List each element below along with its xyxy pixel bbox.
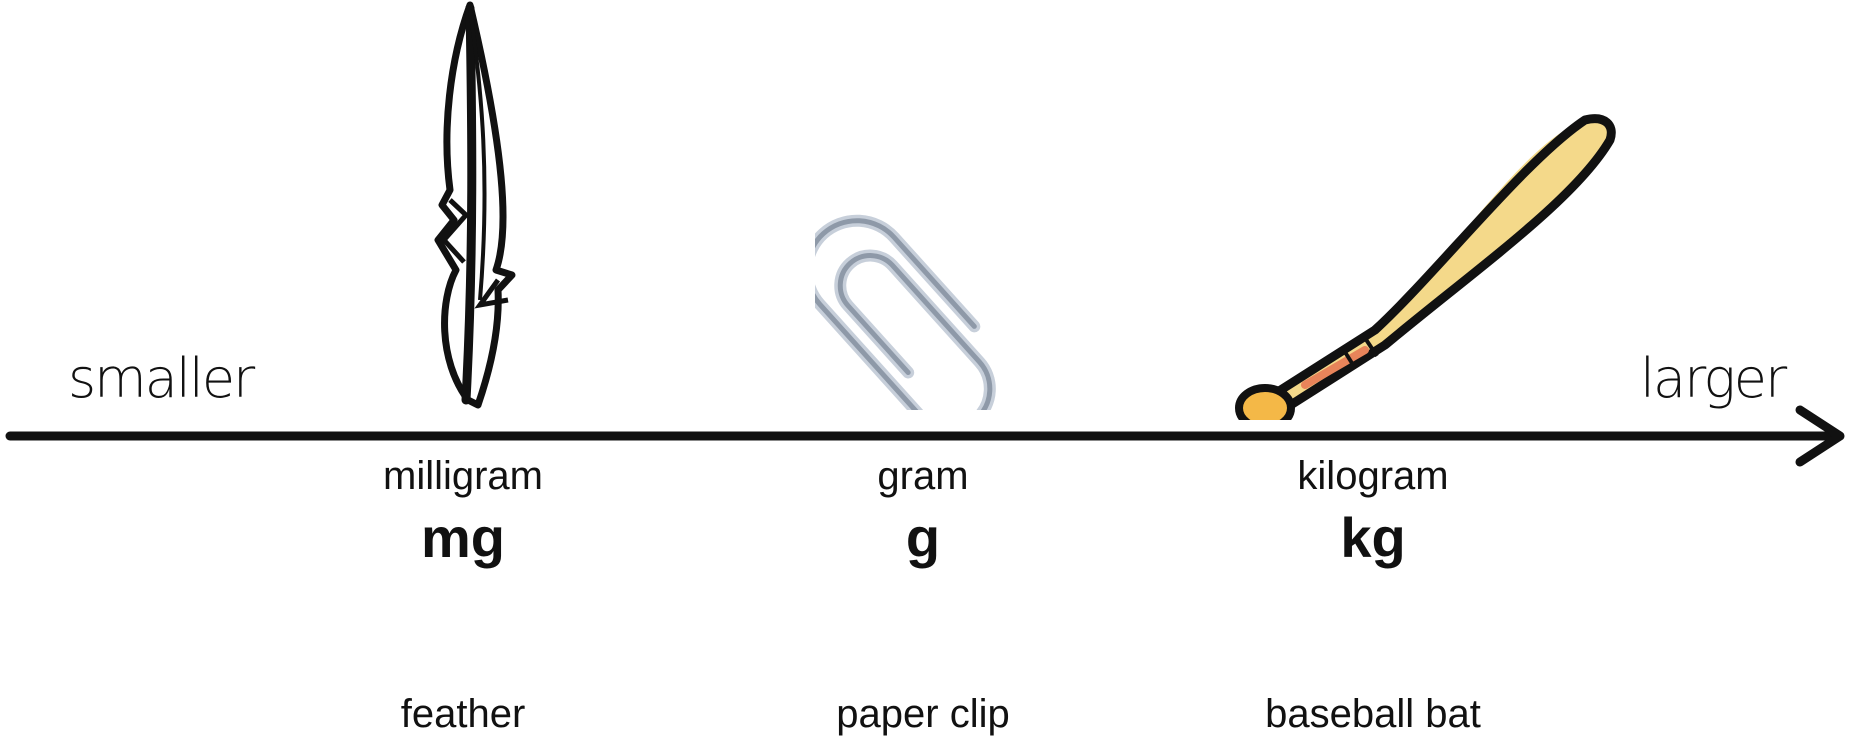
unit-name: milligram [383, 454, 543, 498]
example-paper-clip: paper clip [836, 692, 1010, 736]
unit-symbol: g [905, 506, 941, 569]
unit-symbol: mg [421, 506, 505, 569]
feather-icon [434, 1, 516, 409]
smaller-label: smaller [68, 347, 255, 410]
unit-kilogram: kilogram kg [1213, 452, 1533, 570]
unit-gram: gram g [763, 452, 1083, 570]
unit-name: gram [877, 454, 969, 498]
unit-milligram: milligram mg [303, 452, 623, 570]
unit-name: kilogram [1297, 454, 1449, 498]
paperclip-icon [815, 214, 996, 410]
baseball-bat-icon [1235, 114, 1616, 420]
example-feather: feather [400, 692, 526, 736]
larger-label: larger [1640, 347, 1787, 410]
example-baseball-bat: baseball bat [1265, 692, 1481, 736]
unit-symbol: kg [1340, 506, 1406, 569]
